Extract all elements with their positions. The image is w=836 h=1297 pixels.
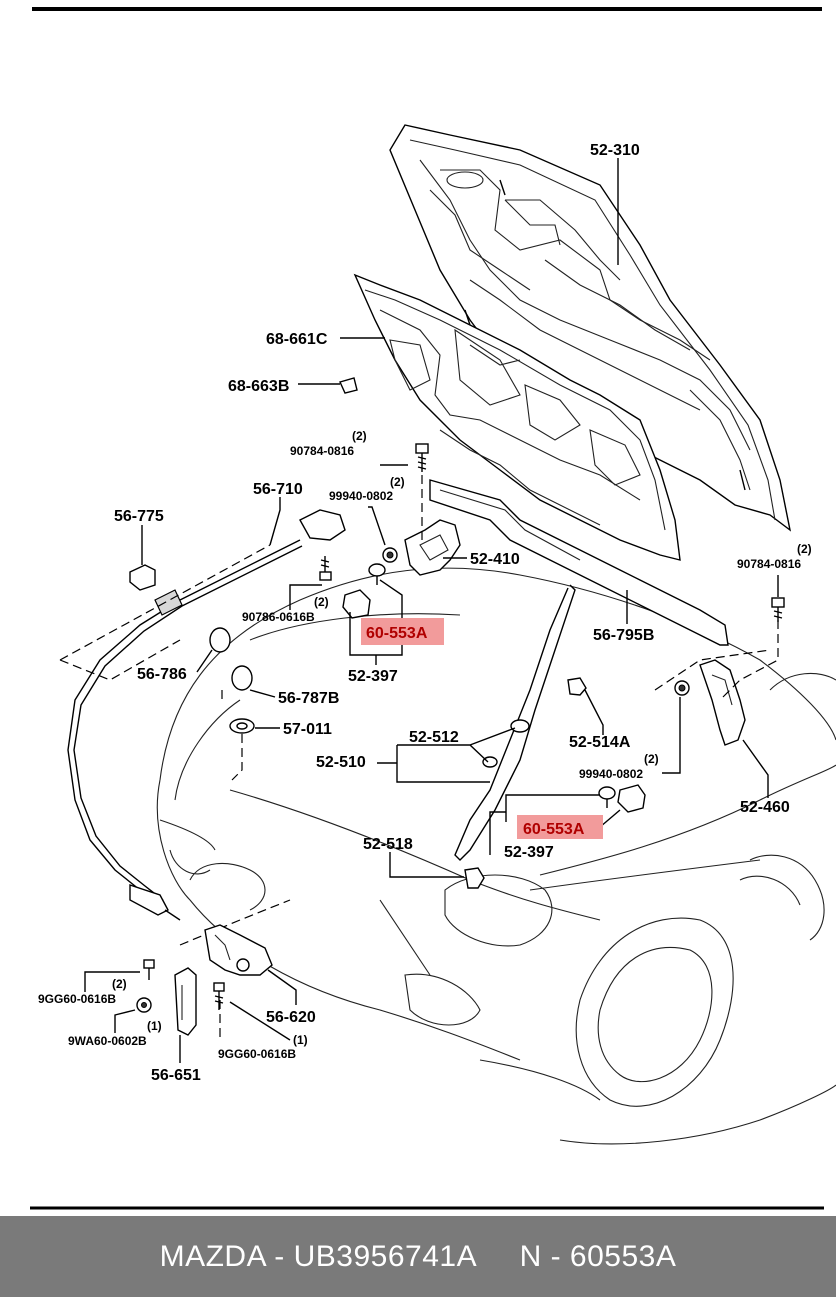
label-52-397-bottom: 52-397 [504,844,554,861]
part-labels: 52-310 68-661C 68-663B (2) 90784-0816 (2… [38,142,812,1084]
label-56-651: 56-651 [151,1067,201,1084]
label-9gg60-qty-b: (1) [293,1033,308,1047]
footer-text: MAZDA - UB3956741A N - 60553A [159,1239,677,1273]
label-99940-0802-bottom: 99940-0802 [579,767,643,781]
label-56-787b: 56-787B [278,690,339,707]
label-9wa60-qty: (1) [147,1019,162,1033]
label-52-514a: 52-514A [569,734,631,751]
label-56-620: 56-620 [266,1009,316,1026]
label-60-553a-bottom: 60-553A [523,821,585,838]
hood-panel [389,124,792,532]
footer-bar: MAZDA - UB3956741A N - 60553A [0,1216,836,1297]
label-60-553a-top: 60-553A [366,625,428,642]
phantom-lines [59,475,779,1040]
label-99940-qty-bottom: (2) [644,752,659,766]
label-52-518: 52-518 [363,836,413,853]
label-52-410: 52-410 [470,551,520,568]
hood-insulator [353,273,681,561]
label-99940-0802-top: 99940-0802 [329,489,393,503]
hood-prop-rod [454,584,576,861]
label-57-011: 57-011 [283,721,332,738]
fasteners [129,179,785,1013]
label-68-663b: 68-663B [228,378,289,395]
label-52-397-top: 52-397 [348,668,398,685]
hood-hinge-left [382,519,461,576]
label-9gg60-0616b-b: 9GG60-0616B [218,1047,296,1061]
highlight-60-553a-top [361,618,444,645]
hood-latch [174,924,273,1036]
hood-weatherstrip [429,479,729,646]
label-9wa60-0602b: 9WA60-0602B [68,1034,147,1048]
label-99940-qty-top: (2) [390,475,405,489]
label-52-460: 52-460 [740,799,790,816]
label-56-795b: 56-795B [593,627,654,644]
label-90786-qty: (2) [314,595,329,609]
label-52-510: 52-510 [316,754,366,771]
label-9gg60-qty-a: (2) [112,977,127,991]
label-56-710: 56-710 [253,481,303,498]
label-56-775: 56-775 [114,508,164,525]
label-52-512: 52-512 [409,729,459,746]
label-90784-0816-top: 90784-0816 [290,444,354,458]
label-56-786: 56-786 [137,666,187,683]
label-9gg60-0616b-a: 9GG60-0616B [38,992,116,1006]
label-90784-0816-right: 90784-0816 [737,557,801,571]
leader-lines [84,158,779,1063]
label-90784-qty-top: (2) [352,429,367,443]
label-90784-qty-right: (2) [797,542,812,556]
release-cable [67,509,346,921]
highlight-60-553a-bottom [517,815,603,839]
label-52-310: 52-310 [590,142,640,159]
hood-hinge-right [674,659,746,746]
label-68-661c: 68-661C [266,331,328,348]
label-90786-0616b: 90786-0616B [242,610,315,624]
